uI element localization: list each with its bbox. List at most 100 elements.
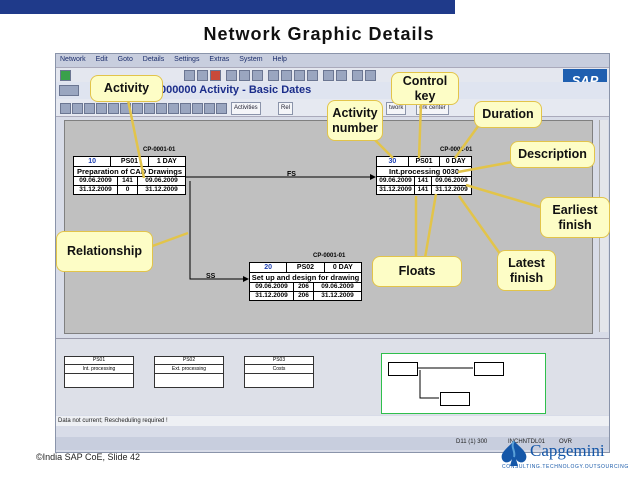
print-icon[interactable]: [226, 70, 237, 81]
next-page-icon[interactable]: [294, 70, 305, 81]
detail-icon[interactable]: [132, 103, 143, 114]
slide-top-bar-blue: [0, 0, 455, 14]
navigation-window[interactable]: [381, 353, 546, 414]
callout-duration: Duration: [474, 101, 542, 128]
back-icon[interactable]: [184, 70, 195, 81]
earliest-finish: 09.06.2009: [145, 177, 178, 184]
slide-top-bar-white: [455, 0, 638, 14]
filter-icon[interactable]: [84, 103, 95, 114]
menu-edit[interactable]: Edit: [95, 56, 108, 63]
callout-floats: Floats: [372, 256, 462, 287]
earliest-start: 09.06.2009: [250, 283, 294, 291]
overview-box-head: PS02: [155, 357, 223, 365]
earliest-finish: 09.06.2009: [435, 177, 468, 184]
earliest-start: 09.06.2009: [74, 177, 118, 185]
options-icon[interactable]: [216, 103, 227, 114]
activities-button[interactable]: Activities: [231, 102, 261, 115]
node-id-label: CP-0001-01: [440, 147, 473, 153]
unlink-icon[interactable]: [156, 103, 167, 114]
activity-number: 20: [250, 263, 288, 272]
activity-node-20[interactable]: 20 PS02 0 DAY Set up and design for draw…: [249, 262, 362, 301]
menu-goto[interactable]: Goto: [117, 56, 133, 63]
overview-box-body: Ext. processing: [155, 365, 223, 374]
capgemini-spade-icon: [501, 440, 527, 466]
find-next-icon[interactable]: [252, 70, 263, 81]
menu-extras[interactable]: Extras: [209, 56, 230, 63]
grid-icon[interactable]: [96, 103, 107, 114]
layout-icon[interactable]: [365, 70, 376, 81]
overview-box-blank: [65, 374, 133, 382]
node-id-label: CP-0001-01: [313, 253, 346, 259]
menu-settings[interactable]: Settings: [174, 56, 200, 63]
control-key: PS01: [409, 157, 441, 166]
duration: 0 DAY: [445, 158, 466, 165]
graphic-icon[interactable]: [204, 103, 215, 114]
control-key: PS02: [287, 263, 325, 272]
new-session-icon[interactable]: [323, 70, 334, 81]
overview-box-ps02[interactable]: PS02 Ext. processing: [154, 356, 224, 388]
prev-page-icon[interactable]: [281, 70, 292, 81]
activity-description: Preparation of CAD Drawings: [74, 167, 185, 177]
control-key: PS01: [111, 157, 149, 166]
node-id-label: CP-0001-01: [143, 147, 176, 153]
duration: 0 DAY: [332, 264, 353, 271]
work-center-overview: PS01 Int. processing PS02 Ext. processin…: [56, 348, 609, 412]
exit-icon[interactable]: [197, 70, 208, 81]
overview-icon[interactable]: [192, 103, 203, 114]
ss-label: SS: [206, 273, 216, 280]
callout-relationship: Relationship: [56, 231, 153, 272]
help-icon[interactable]: [352, 70, 363, 81]
system-host: INCHNTDL01: [508, 439, 546, 445]
overview-box-blank: [155, 374, 223, 382]
ss-arrow-icon: [243, 276, 249, 282]
zoom-in-icon[interactable]: [60, 103, 71, 114]
total-float: 141: [118, 177, 138, 185]
callout-activity-number: Activity number: [327, 100, 383, 141]
find-icon[interactable]: [239, 70, 250, 81]
link-icon[interactable]: [144, 103, 155, 114]
shortcut-icon[interactable]: [336, 70, 347, 81]
settings-icon[interactable]: [168, 103, 179, 114]
last-page-icon[interactable]: [307, 70, 318, 81]
callout-earliest-finish: Earliest finish: [540, 197, 610, 238]
legend-icon[interactable]: [180, 103, 191, 114]
free-float: 141: [415, 186, 432, 194]
free-float: 0: [118, 186, 138, 194]
delete-icon[interactable]: [120, 103, 131, 114]
menu-network[interactable]: Network: [60, 56, 86, 63]
overview-box-ps03[interactable]: PS03 Costs: [244, 356, 314, 388]
menu-details[interactable]: Details: [142, 56, 165, 63]
slide-title: Network Graphic Details: [203, 24, 435, 44]
fs-label: FS: [287, 171, 296, 178]
menu-help[interactable]: Help: [272, 56, 287, 63]
activity-description: Set up and design for drawing: [250, 273, 361, 283]
ss-relationship-line[interactable]: [189, 181, 243, 280]
activity-number: 30: [377, 157, 409, 166]
zoom-out-icon[interactable]: [72, 103, 83, 114]
relationships-button[interactable]: Rel: [278, 102, 294, 115]
menu-dropdown-icon[interactable]: [59, 85, 79, 96]
capgemini-logo-text: Capgemini: [530, 441, 605, 460]
screen-title: k: 5000000 Activity - Basic Dates: [141, 84, 312, 96]
overview-box-ps01[interactable]: PS01 Int. processing: [64, 356, 134, 388]
create-icon[interactable]: [108, 103, 119, 114]
overview-box-head: PS03: [245, 357, 313, 365]
activity-node-10[interactable]: 10 PS01 1 DAY Preparation of CAD Drawing…: [73, 156, 186, 195]
nav-node: [388, 362, 418, 376]
free-float: 206: [294, 292, 314, 300]
latest-start: 31.12.2009: [250, 292, 294, 300]
callout-control-key: Control key: [391, 72, 459, 105]
callout-description: Description: [510, 141, 595, 168]
first-page-icon[interactable]: [268, 70, 279, 81]
activity-description: Int.processing 0030: [377, 167, 471, 177]
activity-node-30[interactable]: 30 PS01 0 DAY Int.processing 0030 09.06.…: [376, 156, 472, 195]
activity-number: 10: [74, 157, 112, 166]
menu-system[interactable]: System: [239, 56, 263, 63]
system-status-bar: D11 (1) 300 INCHNTDL01 OVR: [56, 437, 609, 450]
overview-box-body: Costs: [245, 365, 313, 374]
earliest-start: 09.06.2009: [377, 177, 415, 185]
nav-lines: [417, 367, 473, 399]
enter-icon[interactable]: [60, 70, 71, 81]
slide-top-bar: [0, 0, 638, 14]
cancel-icon[interactable]: [210, 70, 221, 81]
